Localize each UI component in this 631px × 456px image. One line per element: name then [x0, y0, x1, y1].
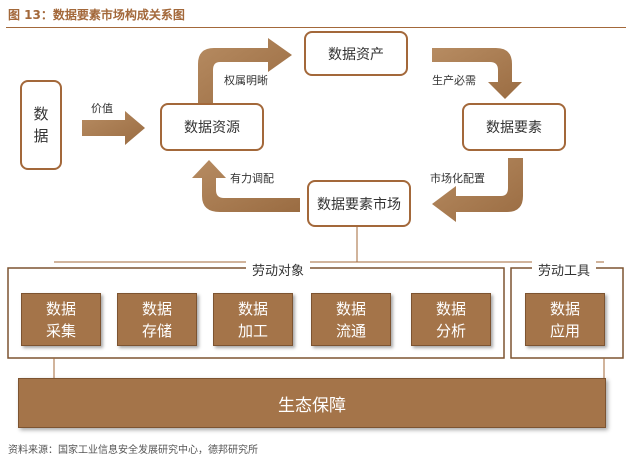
step-data-circulation: 数据 流通: [311, 293, 391, 346]
step-line-2: 采集: [45, 321, 76, 340]
node-data-char-2: 据: [33, 127, 49, 145]
edge-label-ownership: 权属明晰: [224, 74, 268, 87]
step-line-2: 存储: [141, 321, 172, 340]
edge-label-allocation: 有力调配: [230, 172, 274, 185]
step-data-processing: 数据 加工: [213, 293, 293, 346]
step-line-1: 数据: [45, 299, 76, 318]
figure-title: 图 13：数据要素市场构成关系图: [8, 8, 185, 22]
value-arrow: [82, 111, 145, 145]
step-data-collection: 数据 采集: [21, 293, 101, 346]
step-line-1: 数据: [335, 299, 366, 318]
step-line-2: 加工: [237, 321, 268, 340]
step-line-1: 数据: [141, 299, 172, 318]
node-data-market: 数据要素市场: [307, 180, 411, 227]
node-data-resources: 数据资源: [160, 103, 264, 151]
step-line-1: 数据: [549, 299, 580, 318]
step-line-1: 数据: [435, 299, 466, 318]
marketization-arrow: [432, 158, 523, 222]
ownership-arrow: [198, 38, 292, 103]
step-line-2: 分析: [435, 321, 466, 340]
step-line-2: 应用: [549, 321, 580, 340]
step-data-application: 数据 应用: [525, 293, 605, 346]
step-line-1: 数据: [237, 299, 268, 318]
title-divider: [6, 27, 626, 28]
labor-tools-label: 劳动工具: [532, 260, 597, 279]
allocation-arrow: [192, 160, 300, 212]
edge-label-production: 生产必需: [432, 74, 476, 87]
node-data-assets: 数据资产: [304, 31, 408, 76]
production-arrow: [432, 48, 522, 99]
node-data-elements: 数据要素: [462, 103, 566, 151]
step-data-analysis: 数据 分析: [411, 293, 491, 346]
figure-source: 资料来源：国家工业信息安全发展研究中心，德邦研究所: [8, 445, 258, 456]
node-data: 数 据: [20, 80, 62, 170]
edge-label-value: 价值: [91, 102, 113, 115]
node-data-char-1: 数: [33, 105, 49, 123]
step-line-2: 流通: [335, 321, 366, 340]
labor-objects-label: 劳动对象: [246, 260, 311, 279]
ecosystem-foundation-bar: 生态保障: [18, 378, 606, 428]
step-data-storage: 数据 存储: [117, 293, 197, 346]
edge-label-marketization: 市场化配置: [430, 172, 485, 185]
